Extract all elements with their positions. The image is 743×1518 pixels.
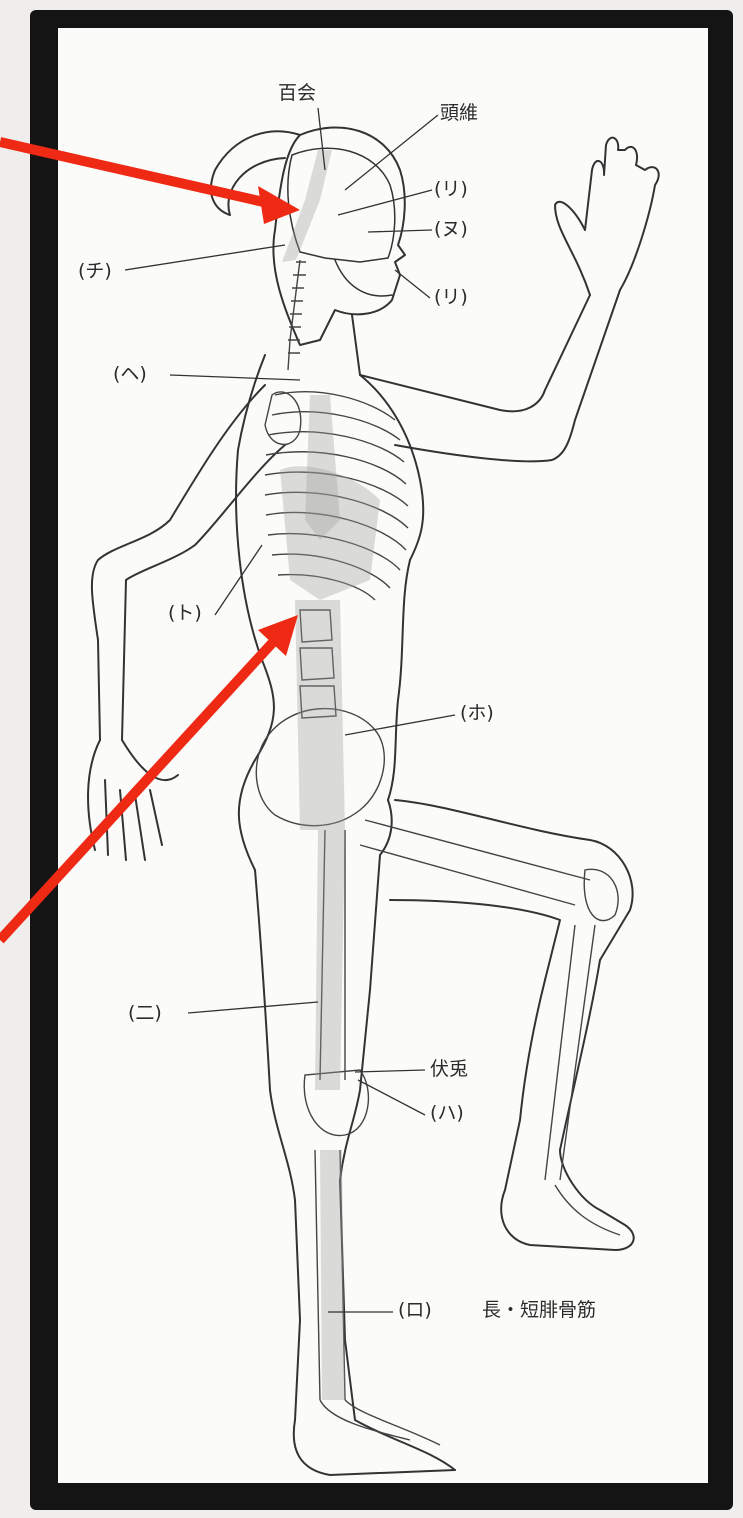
- lower-arrow-shaft: [0, 640, 275, 940]
- upper-arrow-shaft: [0, 142, 268, 203]
- upper-arrow-head: [258, 186, 300, 224]
